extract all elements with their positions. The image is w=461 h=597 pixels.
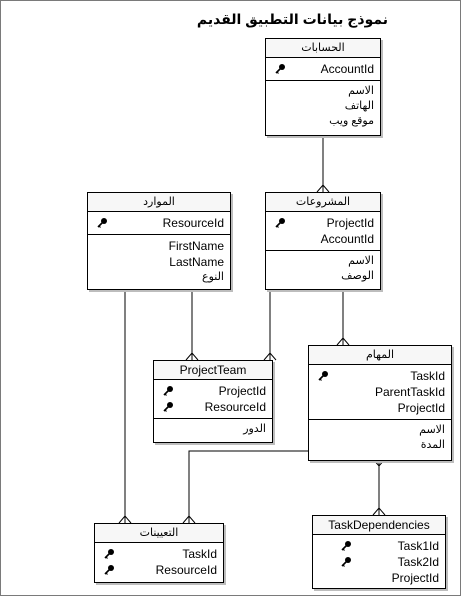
crowfoot-projectteam-from-resources <box>185 352 199 361</box>
attribute-row: FirstName <box>168 239 224 253</box>
key-name: ProjectId <box>326 216 374 230</box>
key-icon <box>275 64 285 74</box>
entity-project-team-title: ProjectTeam <box>154 361 272 380</box>
entity-accounts-attributes: الاسم الهاتف موقع ويب <box>266 81 380 132</box>
crowfoot-assignments-from-tasks <box>182 515 196 524</box>
attribute-row: LastName <box>169 255 224 269</box>
key-row: ResourceId <box>95 562 223 578</box>
attribute-row: الدور <box>243 423 266 435</box>
entity-project-team-attributes: الدور <box>154 419 272 440</box>
entity-resources-keys: ResourceId <box>88 212 230 235</box>
entity-assignments-keys: TaskId ResourceId <box>95 543 223 581</box>
key-icon <box>341 541 351 551</box>
key-name: ResourceId <box>204 400 266 414</box>
entity-tasks: المهام TaskId ParentTaskId ProjectId الا… <box>308 345 452 461</box>
key-name: Task2Id <box>397 555 439 569</box>
entity-accounts: الحسابات AccountId الاسم الهاتف موقع ويب <box>265 38 381 136</box>
entity-task-dependencies-keys: Task1Id Task2Id ProjectId <box>313 535 445 589</box>
entity-resources-attributes: FirstName LastName النوع <box>88 235 230 288</box>
diagram-title: نموذج بيانات التطبيق القديم <box>196 11 388 27</box>
key-icon <box>275 218 285 228</box>
entity-projects: المشروعات ProjectId AccountId الاسم الوص… <box>265 192 381 290</box>
attribute-row: الاسم <box>419 424 445 436</box>
attribute-row: الهاتف <box>344 100 374 112</box>
crowfoot-deps-from-tasks <box>372 507 386 516</box>
attribute-row: النوع <box>202 271 224 283</box>
key-row: ParentTaskId <box>309 384 451 400</box>
entity-resources-title: الموارد <box>88 193 230 212</box>
entity-accounts-keys: AccountId <box>266 58 380 81</box>
key-name: AccountId <box>320 62 374 76</box>
entity-project-team: ProjectTeam ProjectId ResourceId الدور <box>153 360 273 443</box>
key-name: ParentTaskId <box>374 385 445 399</box>
key-icon <box>97 218 107 228</box>
key-name: AccountId <box>320 232 374 246</box>
key-name: ProjectId <box>397 401 445 415</box>
key-name: TaskId <box>182 547 217 561</box>
key-row: ResourceId <box>154 399 272 415</box>
key-icon <box>163 402 173 412</box>
key-row: ProjectId <box>266 215 380 231</box>
key-row: ProjectId <box>309 400 451 416</box>
entity-task-dependencies-title: TaskDependencies <box>313 516 445 535</box>
entity-projects-attributes: الاسم الوصف <box>266 251 380 287</box>
key-name: Task1Id <box>397 539 439 553</box>
attribute-row: الوصف <box>341 270 374 282</box>
key-name: ProjectId <box>391 571 439 585</box>
crowfoot-tasks-from-projects <box>336 337 350 346</box>
key-row: ProjectId <box>313 570 445 586</box>
crowfoot-assignments-from-resources <box>118 515 132 524</box>
entity-tasks-attributes: الاسم المدة <box>309 420 451 456</box>
attribute-row: الاسم <box>348 85 374 97</box>
key-row: Task1Id <box>313 538 445 554</box>
entity-task-dependencies: TaskDependencies Task1Id Task2Id Project… <box>312 515 446 589</box>
key-row: ResourceId <box>88 215 230 231</box>
key-icon <box>318 371 328 381</box>
key-name: ResourceId <box>162 216 224 230</box>
entity-assignments: التعيينات TaskId ResourceId <box>94 523 224 583</box>
key-icon <box>163 386 173 396</box>
crowfoot-projectteam-from-projects <box>263 352 277 361</box>
entity-projects-keys: ProjectId AccountId <box>266 212 380 251</box>
key-icon <box>341 557 351 567</box>
key-row: Task2Id <box>313 554 445 570</box>
crowfoot-projects-from-accounts <box>316 184 330 193</box>
entity-tasks-title: المهام <box>309 346 451 365</box>
key-row: ProjectId <box>154 383 272 399</box>
attribute-row: الاسم <box>348 255 374 267</box>
attribute-row: المدة <box>420 439 445 451</box>
key-row: AccountId <box>266 61 380 77</box>
key-name: TaskId <box>410 369 445 383</box>
key-row: TaskId <box>309 368 451 384</box>
entity-assignments-title: التعيينات <box>95 524 223 543</box>
entity-projects-title: المشروعات <box>266 193 380 212</box>
key-row: TaskId <box>95 546 223 562</box>
key-icon <box>104 549 114 559</box>
key-name: ProjectId <box>218 384 266 398</box>
key-row: AccountId <box>266 231 380 247</box>
rel-tasks-assignments <box>188 450 308 523</box>
crowfoot-tasks-to-deps <box>372 458 386 467</box>
key-name: ResourceId <box>155 563 217 577</box>
entity-tasks-keys: TaskId ParentTaskId ProjectId <box>309 365 451 420</box>
entity-resources: الموارد ResourceId FirstName LastName ال… <box>87 192 231 290</box>
entity-accounts-title: الحسابات <box>266 39 380 58</box>
key-icon <box>104 565 114 575</box>
entity-project-team-keys: ProjectId ResourceId <box>154 380 272 419</box>
attribute-row: موقع ويب <box>329 115 374 127</box>
